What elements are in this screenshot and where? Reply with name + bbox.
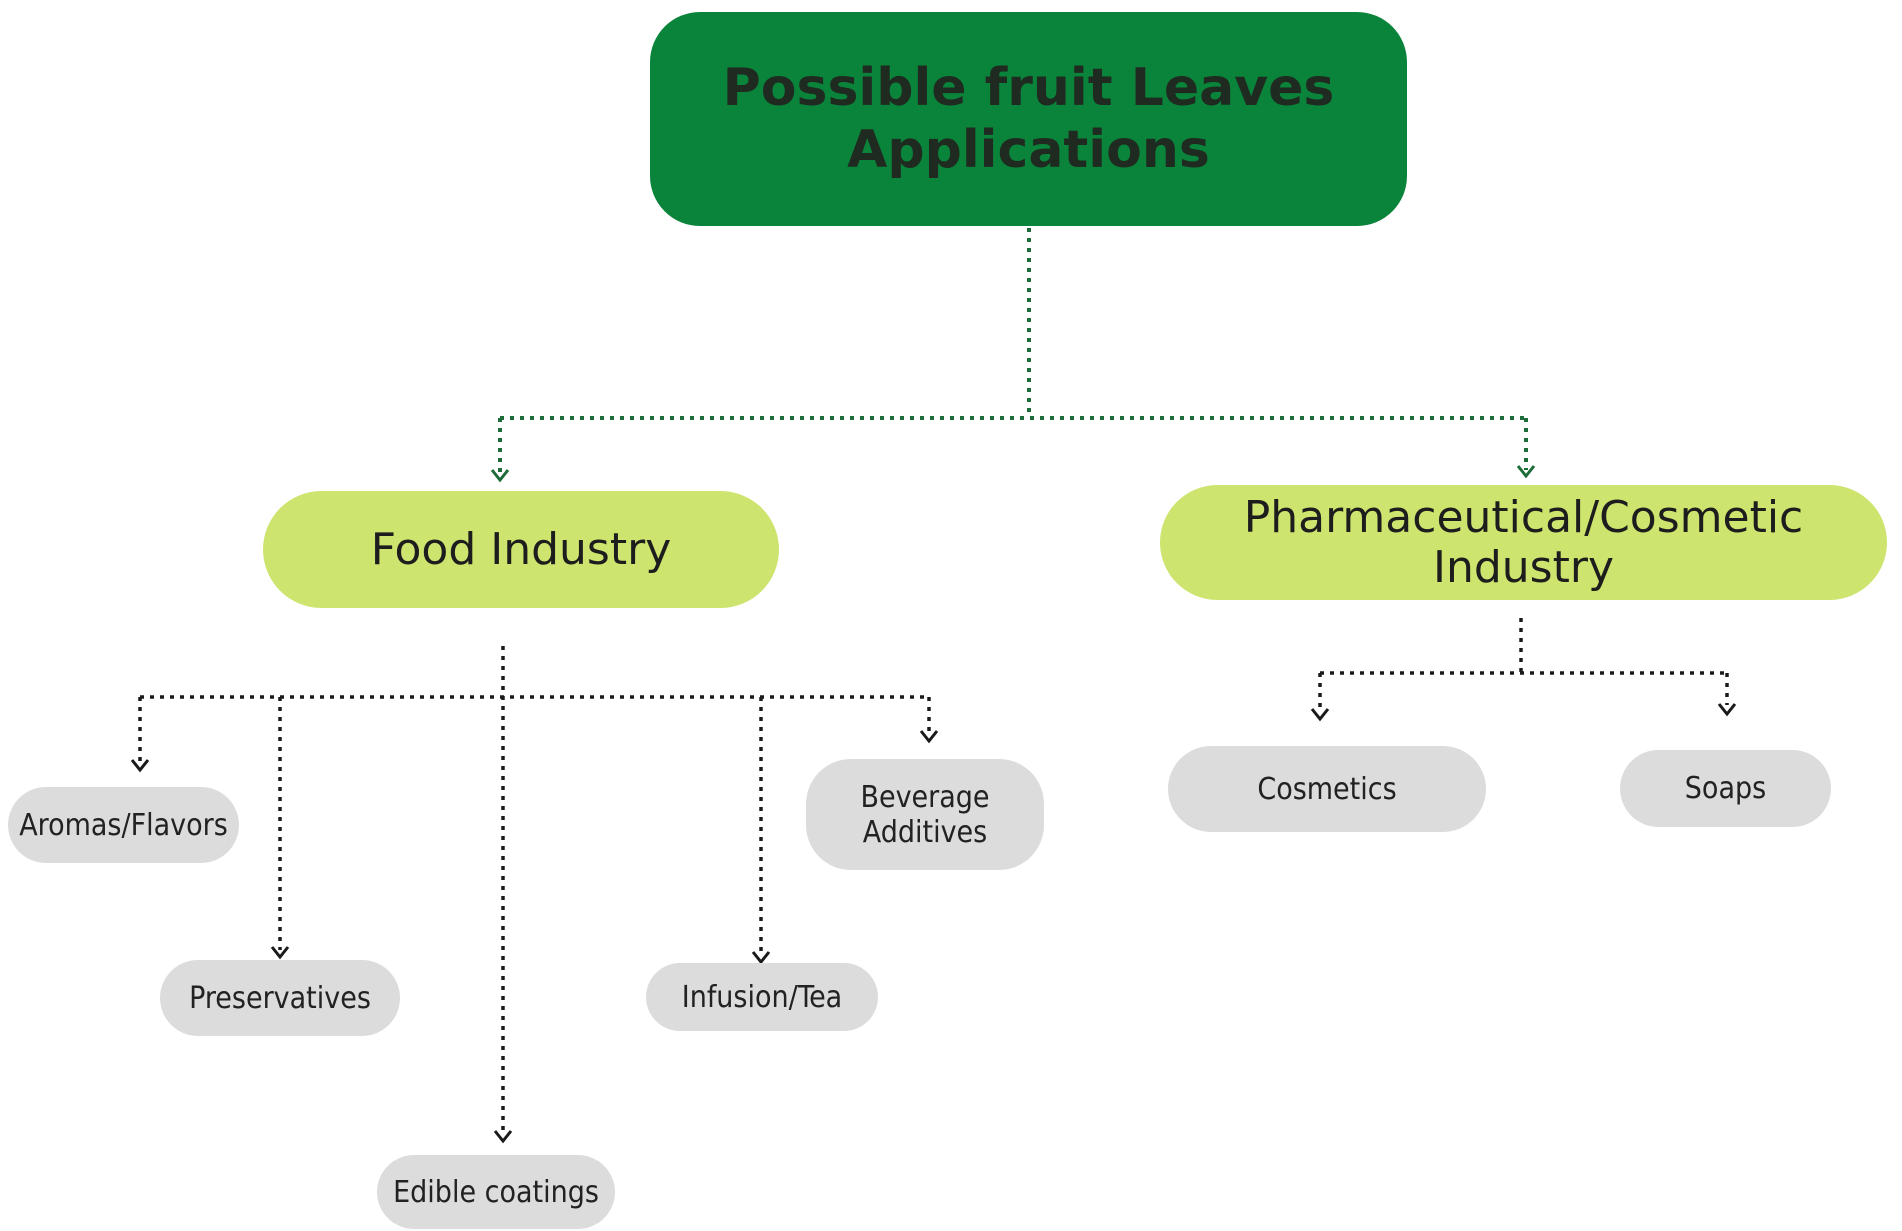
aromas-arrowhead-icon (130, 759, 150, 773)
beverage-additives-node: Beverage Additives (806, 759, 1044, 870)
pharma-connectors (1318, 618, 1729, 710)
cosmetics-label: Cosmetics (1257, 771, 1397, 807)
food-industry-label: Food Industry (370, 523, 672, 575)
root-connectors (498, 228, 1528, 474)
aromas-flavors-label: Aromas/Flavors (19, 807, 228, 843)
food-arrowhead-icon (490, 469, 510, 483)
preservatives-node: Preservatives (160, 960, 400, 1036)
pharmaceutical-cosmetic-industry-node: Pharmaceutical/Cosmetic Industry (1160, 485, 1887, 600)
soaps-node: Soaps (1620, 750, 1831, 827)
pharma-arrowhead-icon (1516, 465, 1536, 479)
infusion-tea-node: Infusion/Tea (646, 963, 878, 1031)
food-industry-node: Food Industry (263, 491, 779, 608)
infusion-tea-label: Infusion/Tea (681, 979, 843, 1015)
cosmetics-node: Cosmetics (1168, 746, 1486, 832)
soaps-label: Soaps (1684, 771, 1767, 806)
edible-coatings-node: Edible coatings (377, 1155, 615, 1229)
edible-coatings-label: Edible coatings (393, 1174, 599, 1210)
cosmetics-arrowhead-icon (1310, 708, 1330, 722)
root-arrowheads (490, 465, 1536, 483)
preservatives-arrowhead-icon (270, 946, 290, 960)
edible-arrowhead-icon (493, 1130, 513, 1144)
aromas-flavors-node: Aromas/Flavors (8, 787, 239, 863)
soaps-arrowhead-icon (1717, 703, 1737, 717)
pharma-arrowheads (1310, 703, 1737, 722)
root-node-label: Possible fruit Leaves Applications (722, 58, 1335, 180)
preservatives-label: Preservatives (189, 980, 371, 1016)
root-node: Possible fruit Leaves Applications (650, 12, 1407, 226)
beverage-additives-label: Beverage Additives (860, 779, 990, 850)
food-arrowheads (130, 730, 939, 1144)
infusion-arrowhead-icon (751, 951, 771, 965)
pharmaceutical-cosmetic-industry-label: Pharmaceutical/Cosmetic Industry (1243, 491, 1804, 593)
beverage-arrowhead-icon (919, 730, 939, 744)
food-connectors (138, 646, 931, 1134)
